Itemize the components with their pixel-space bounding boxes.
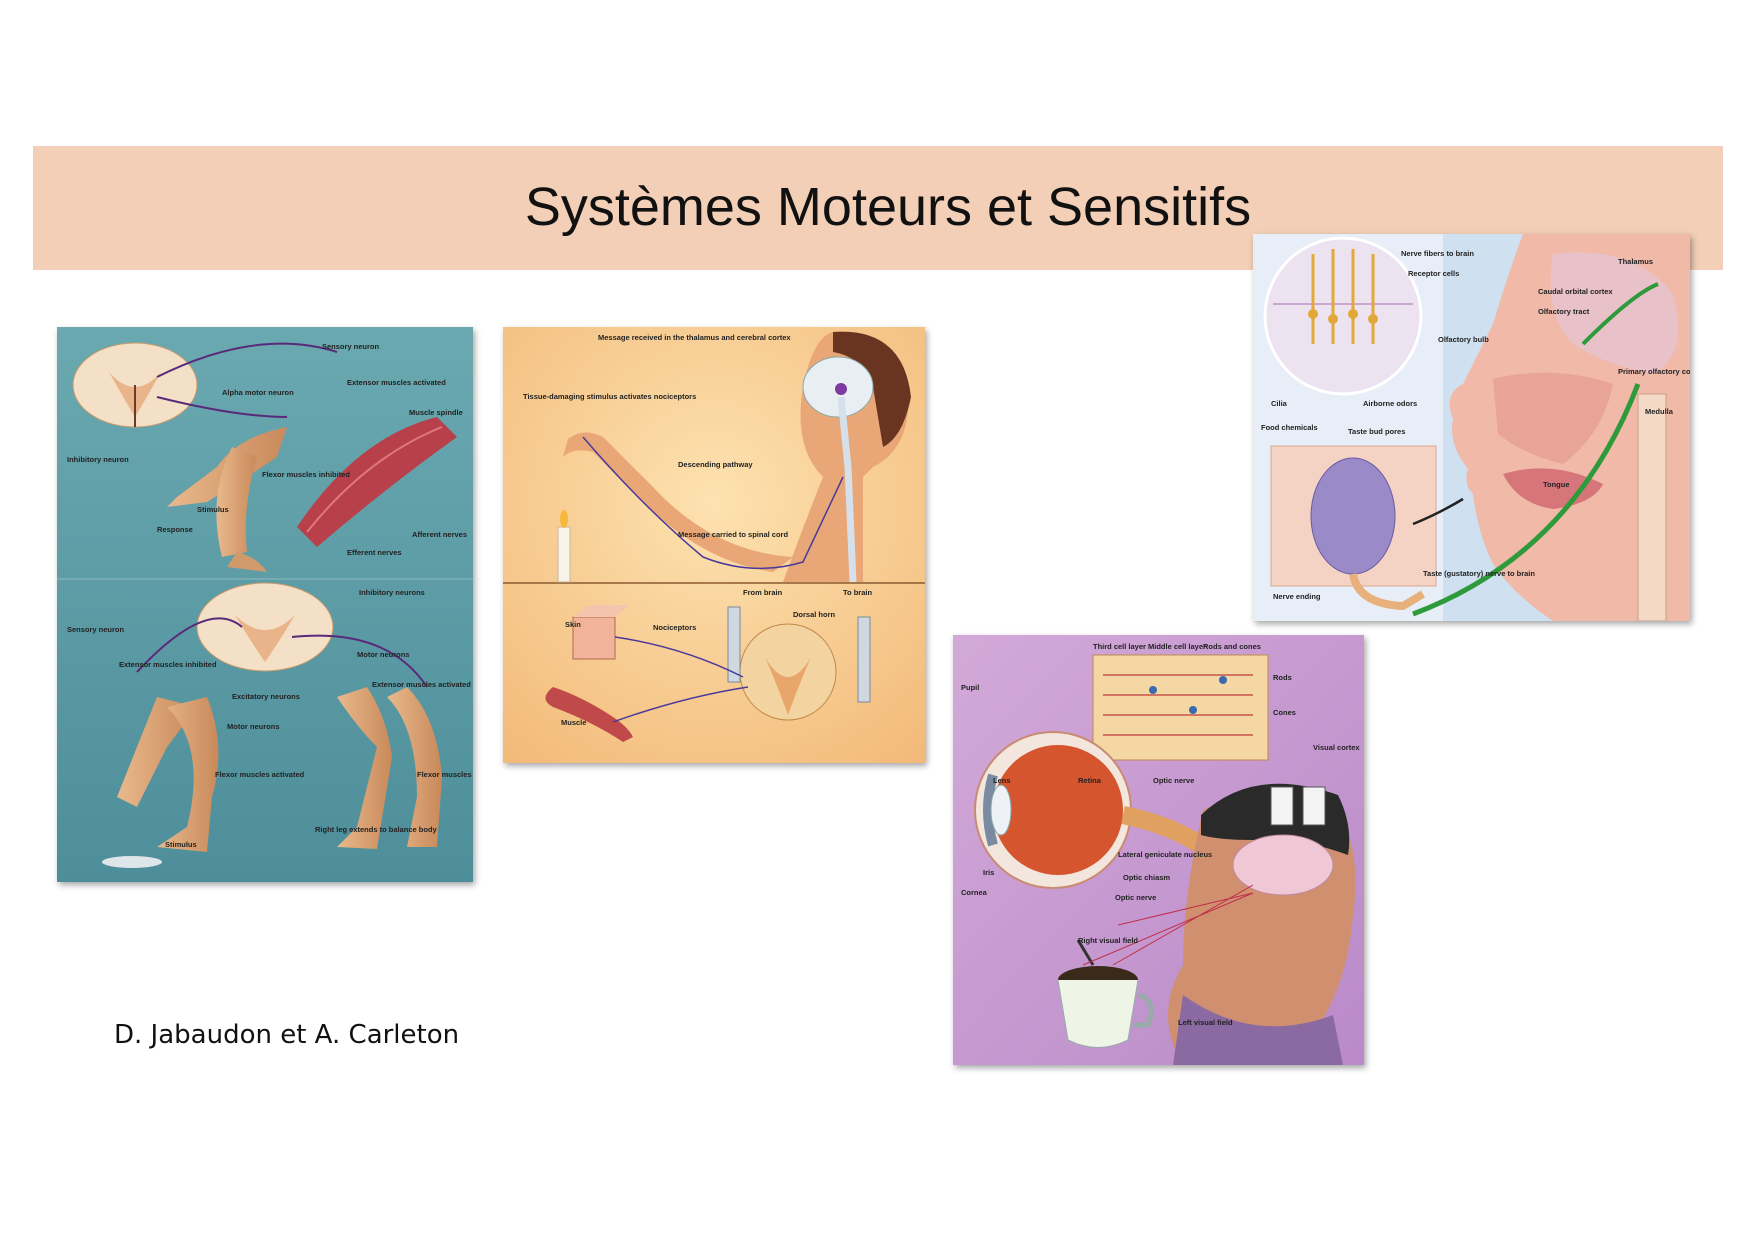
label-excitatory-neurons: Excitatory neurons [232, 692, 300, 701]
label-left-visual-field: Left visual field [1178, 1018, 1233, 1027]
label-message-spinal: Message carried to spinal cord [678, 530, 788, 539]
label-taste-nerve: Taste (gustatory) nerve to brain [1423, 569, 1535, 578]
label-tongue: Tongue [1543, 480, 1570, 489]
label-extensor-inhibited: Extensor muscles inhibited [119, 660, 217, 669]
label-motor-neurons-right: Motor neurons [357, 650, 410, 659]
label-response: Response [157, 525, 193, 534]
label-lens: Lens [993, 776, 1011, 785]
label-tissue-damaging: Tissue-damaging stimulus activates nocic… [523, 392, 696, 401]
label-cilia: Cilia [1271, 399, 1288, 408]
label-optic-nerve-eye: Optic nerve [1153, 776, 1194, 785]
author-credit: D. Jabaudon et A. Carleton [114, 1020, 460, 1050]
label-nociceptors: Nociceptors [653, 623, 696, 632]
label-retina: Retina [1078, 776, 1102, 785]
label-sensory-neuron: Sensory neuron [322, 342, 380, 351]
label-thalamus: Thalamus [1618, 257, 1653, 266]
label-inhibitory-neuron: Inhibitory neuron [67, 455, 129, 464]
label-lgn: Lateral geniculate nucleus [1118, 850, 1212, 859]
label-primary-olfactory: Primary olfactory cortex [1618, 367, 1690, 376]
label-pupil: Pupil [961, 683, 979, 692]
label-thalamus-message: Message received in the thalamus and cer… [598, 333, 791, 342]
label-olfactory-bulb: Olfactory bulb [1438, 335, 1489, 344]
label-right-visual-field: Right visual field [1078, 936, 1138, 945]
label-muscle: Muscle [561, 718, 586, 727]
label-olfactory-tract: Olfactory tract [1538, 307, 1590, 316]
label-airborne-odors: Airborne odors [1363, 399, 1417, 408]
label-sensory-neuron-bottom: Sensory neuron [67, 625, 125, 634]
label-third-cell-layer: Third cell layer [1093, 642, 1146, 651]
title-band: Systèmes Moteurs et Sensitifs [33, 146, 1723, 270]
label-stimulus-bottom: Stimulus [165, 840, 197, 849]
label-medulla: Medulla [1645, 407, 1674, 416]
label-efferent-nerves: Efferent nerves [347, 548, 402, 557]
label-stimulus-top: Stimulus [197, 505, 229, 514]
slide-title: Systèmes Moteurs et Sensitifs [524, 177, 1252, 237]
label-nerve-fibers: Nerve fibers to brain [1401, 249, 1474, 258]
label-flexor-inhibited-2: Flexor muscles inhibited [417, 770, 473, 779]
label-visual-cortex: Visual cortex [1313, 743, 1360, 752]
pain-pathway-illustration: Message received in the thalamus and cer… [503, 327, 925, 763]
label-inhibitory-neurons: Inhibitory neurons [359, 588, 425, 597]
label-nerve-ending: Nerve ending [1273, 592, 1321, 601]
label-cornea: Cornea [961, 888, 988, 897]
label-rods-cones: Rods and cones [1203, 642, 1261, 651]
reflex-arc-illustration: Sensory neuron Alpha motor neuron Extens… [57, 327, 473, 882]
label-flexor-inhibited: Flexor muscles inhibited [262, 470, 350, 479]
label-optic-chiasm: Optic chiasm [1123, 873, 1170, 882]
label-cones: Cones [1273, 708, 1296, 717]
label-middle-cell-layer: Middle cell layer [1148, 642, 1206, 651]
label-right-leg: Right leg extends to balance body [315, 825, 438, 834]
label-iris: Iris [983, 868, 994, 877]
label-from-brain: From brain [743, 588, 783, 597]
label-extensor-activated-2: Extensor muscles activated [372, 680, 471, 689]
label-flexor-activated: Flexor muscles activated [215, 770, 305, 779]
label-taste-bud-pores: Taste bud pores [1348, 427, 1405, 436]
smell-taste-illustration: Nerve fibers to brain Receptor cells Tha… [1253, 234, 1690, 621]
label-extensor-activated: Extensor muscles activated [347, 378, 446, 387]
label-dorsal-horn: Dorsal horn [793, 610, 836, 619]
label-food-chemicals: Food chemicals [1261, 423, 1318, 432]
label-skin: Skin [565, 620, 581, 629]
label-muscle-spindle: Muscle spindle [409, 408, 463, 417]
label-afferent-nerves: Afferent nerves [412, 530, 467, 539]
label-rods: Rods [1273, 673, 1292, 682]
label-to-brain: To brain [843, 588, 872, 597]
label-caudal-orbital: Caudal orbital cortex [1538, 287, 1613, 296]
label-motor-neurons: Motor neurons [227, 722, 280, 731]
label-descending-pathway: Descending pathway [678, 460, 753, 469]
vision-illustration: Third cell layer Middle cell layer Rods … [953, 635, 1364, 1065]
label-receptor-cells: Receptor cells [1408, 269, 1459, 278]
label-alpha-motor-neuron: Alpha motor neuron [222, 388, 294, 397]
label-optic-nerve: Optic nerve [1115, 893, 1156, 902]
